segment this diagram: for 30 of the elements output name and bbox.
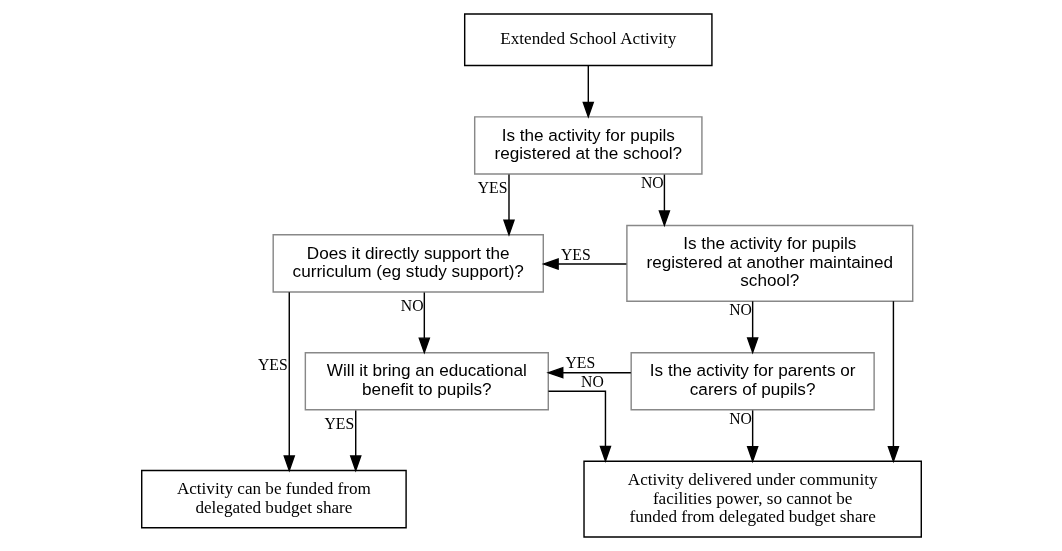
edge-label: NO [728,301,752,319]
arrow [282,291,295,473]
arrow [417,291,430,355]
arrow [657,173,670,228]
node-box: Does it directly support the curriculum (eg study support)? [271,234,544,293]
node-box: Is the activity for pupils registered at the school? [473,116,703,175]
edge-label: NO [580,372,604,390]
node-box: Activity delivered under community facilities power, so cannot be funded from delegated budget share [582,460,922,538]
arrow [502,173,515,237]
arrow [349,409,362,473]
arrow [581,65,594,119]
node-box: Is the activity for pupils registered at another maintained school? [625,224,913,302]
edge-label: NO [728,409,752,427]
arrow [886,300,899,464]
edge-label: YES [560,245,591,263]
edge-label: YES [565,354,595,372]
arrow [547,390,611,463]
arrow [746,409,759,464]
node-box: Will it bring an educational benefit to pupils? [304,351,549,411]
edge-label: NO [400,296,424,314]
arrow [746,300,759,355]
edge-label: YES [257,355,288,373]
node-box: Is the activity for parents or carers of pupils? [629,351,875,411]
arrow [541,258,627,271]
arrow [545,366,632,379]
edge-label: YES [323,414,354,432]
edge-label: NO [640,174,664,192]
edge-label: YES [477,178,507,196]
node-box: Activity can be funded from delegated budget share [140,469,407,529]
node-box: Extended School Activity [463,13,713,67]
